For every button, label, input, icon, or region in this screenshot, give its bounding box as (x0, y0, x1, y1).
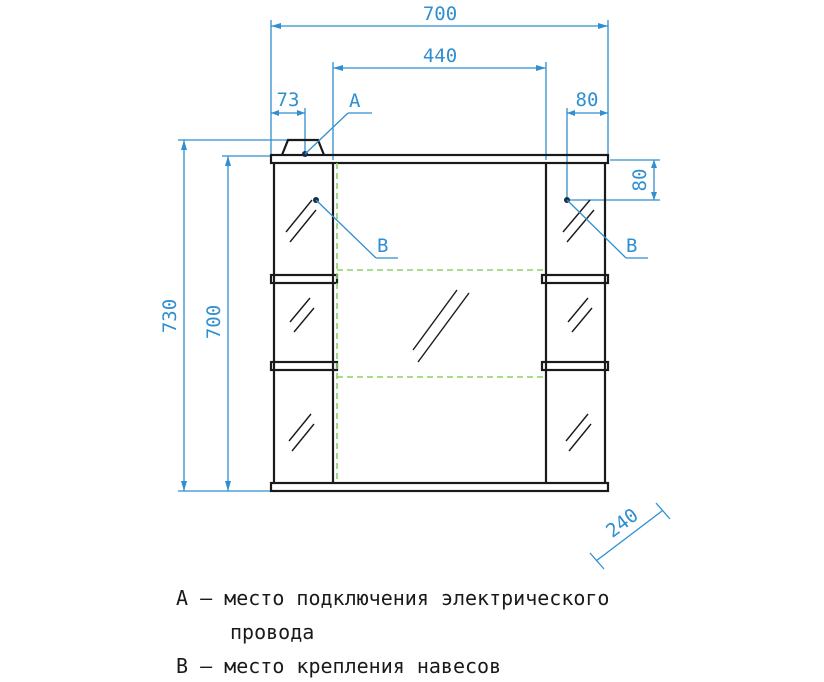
legend-line-a: A – место подключения электрического (176, 586, 610, 610)
marker-b-right: B (564, 197, 648, 259)
dimension-right-height: 80 (570, 159, 660, 201)
dimension-right-offset: 80 (566, 89, 608, 200)
legend-line-a-continued: провода (230, 620, 315, 644)
mirror-marks (285, 199, 595, 452)
cabinet-outline (269, 138, 610, 493)
dimension-right-offset-label: 80 (576, 89, 599, 111)
dimension-body-height: 700 (203, 155, 272, 491)
dimension-total-width-label: 700 (423, 3, 457, 25)
dimension-total-width: 700 (270, 3, 609, 160)
dimension-total-height: 730 (159, 139, 290, 492)
dimension-depth-label: 240 (602, 504, 643, 542)
marker-b-left: B (313, 197, 398, 259)
dimension-depth: 240 (589, 502, 671, 570)
dimension-left-offset-label: 73 (277, 89, 300, 111)
dimension-body-height-label: 700 (203, 305, 225, 339)
dimension-total-height-label: 730 (159, 299, 181, 333)
dimension-inner-width: 440 (332, 45, 547, 160)
marker-a: A (302, 90, 372, 157)
legend-line-b: B – место крепления навесов (176, 654, 502, 678)
dimension-left-offset: 73 (271, 89, 306, 152)
dimension-right-height-label: 80 (629, 169, 651, 192)
marker-b-right-label: B (626, 235, 637, 257)
marker-a-label: A (349, 90, 361, 112)
dimension-inner-width-label: 440 (423, 45, 457, 67)
marker-b-left-label: B (377, 235, 388, 257)
hidden-shelves (336, 163, 546, 483)
